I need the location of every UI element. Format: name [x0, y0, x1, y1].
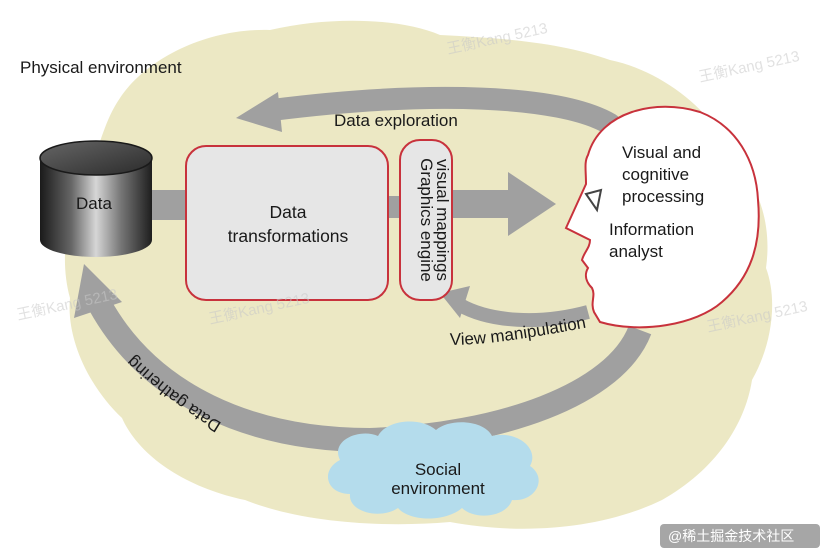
- data-transformations-label-line1: Data: [270, 202, 307, 222]
- database-cylinder-icon: [39, 140, 153, 257]
- graphics-engine-box: [399, 139, 453, 301]
- visual-processing-label-line3: processing: [622, 187, 704, 206]
- analyst-head: [564, 105, 760, 329]
- credit-text: @稀土掘金技术社区: [668, 528, 794, 544]
- data-label: Data: [76, 194, 112, 213]
- eye-icon: [584, 188, 603, 213]
- social-environment-label-line2: environment: [391, 479, 485, 498]
- information-analyst-label-line1: Information: [609, 220, 694, 239]
- data-transformations-box: [185, 145, 389, 301]
- credit-badge: [660, 524, 820, 548]
- engine-to-analyst-arrow: [452, 172, 556, 236]
- information-analyst-label-line2: analyst: [609, 242, 663, 261]
- data-exploration-label: Data exploration: [334, 111, 458, 130]
- data-transformations-label-line2: transformations: [228, 226, 349, 246]
- transform-to-engine-connector: [386, 196, 402, 218]
- data-to-transform-connector: [148, 190, 190, 220]
- data-exploration-arrow: [236, 86, 621, 135]
- graphics-engine-label-line2: visual mappings: [433, 159, 452, 281]
- physical-environment-label: Physical environment: [20, 58, 182, 77]
- watermark-text: 王衡Kang 5213: [697, 48, 801, 86]
- visual-processing-label-line1: Visual and: [622, 143, 701, 162]
- graphics-engine-label-line1: Graphics engine: [417, 158, 436, 282]
- social-environment-label-line1: Social: [415, 460, 461, 479]
- visual-processing-label-line2: cognitive: [622, 165, 689, 184]
- social-environment-cloud: [327, 421, 539, 519]
